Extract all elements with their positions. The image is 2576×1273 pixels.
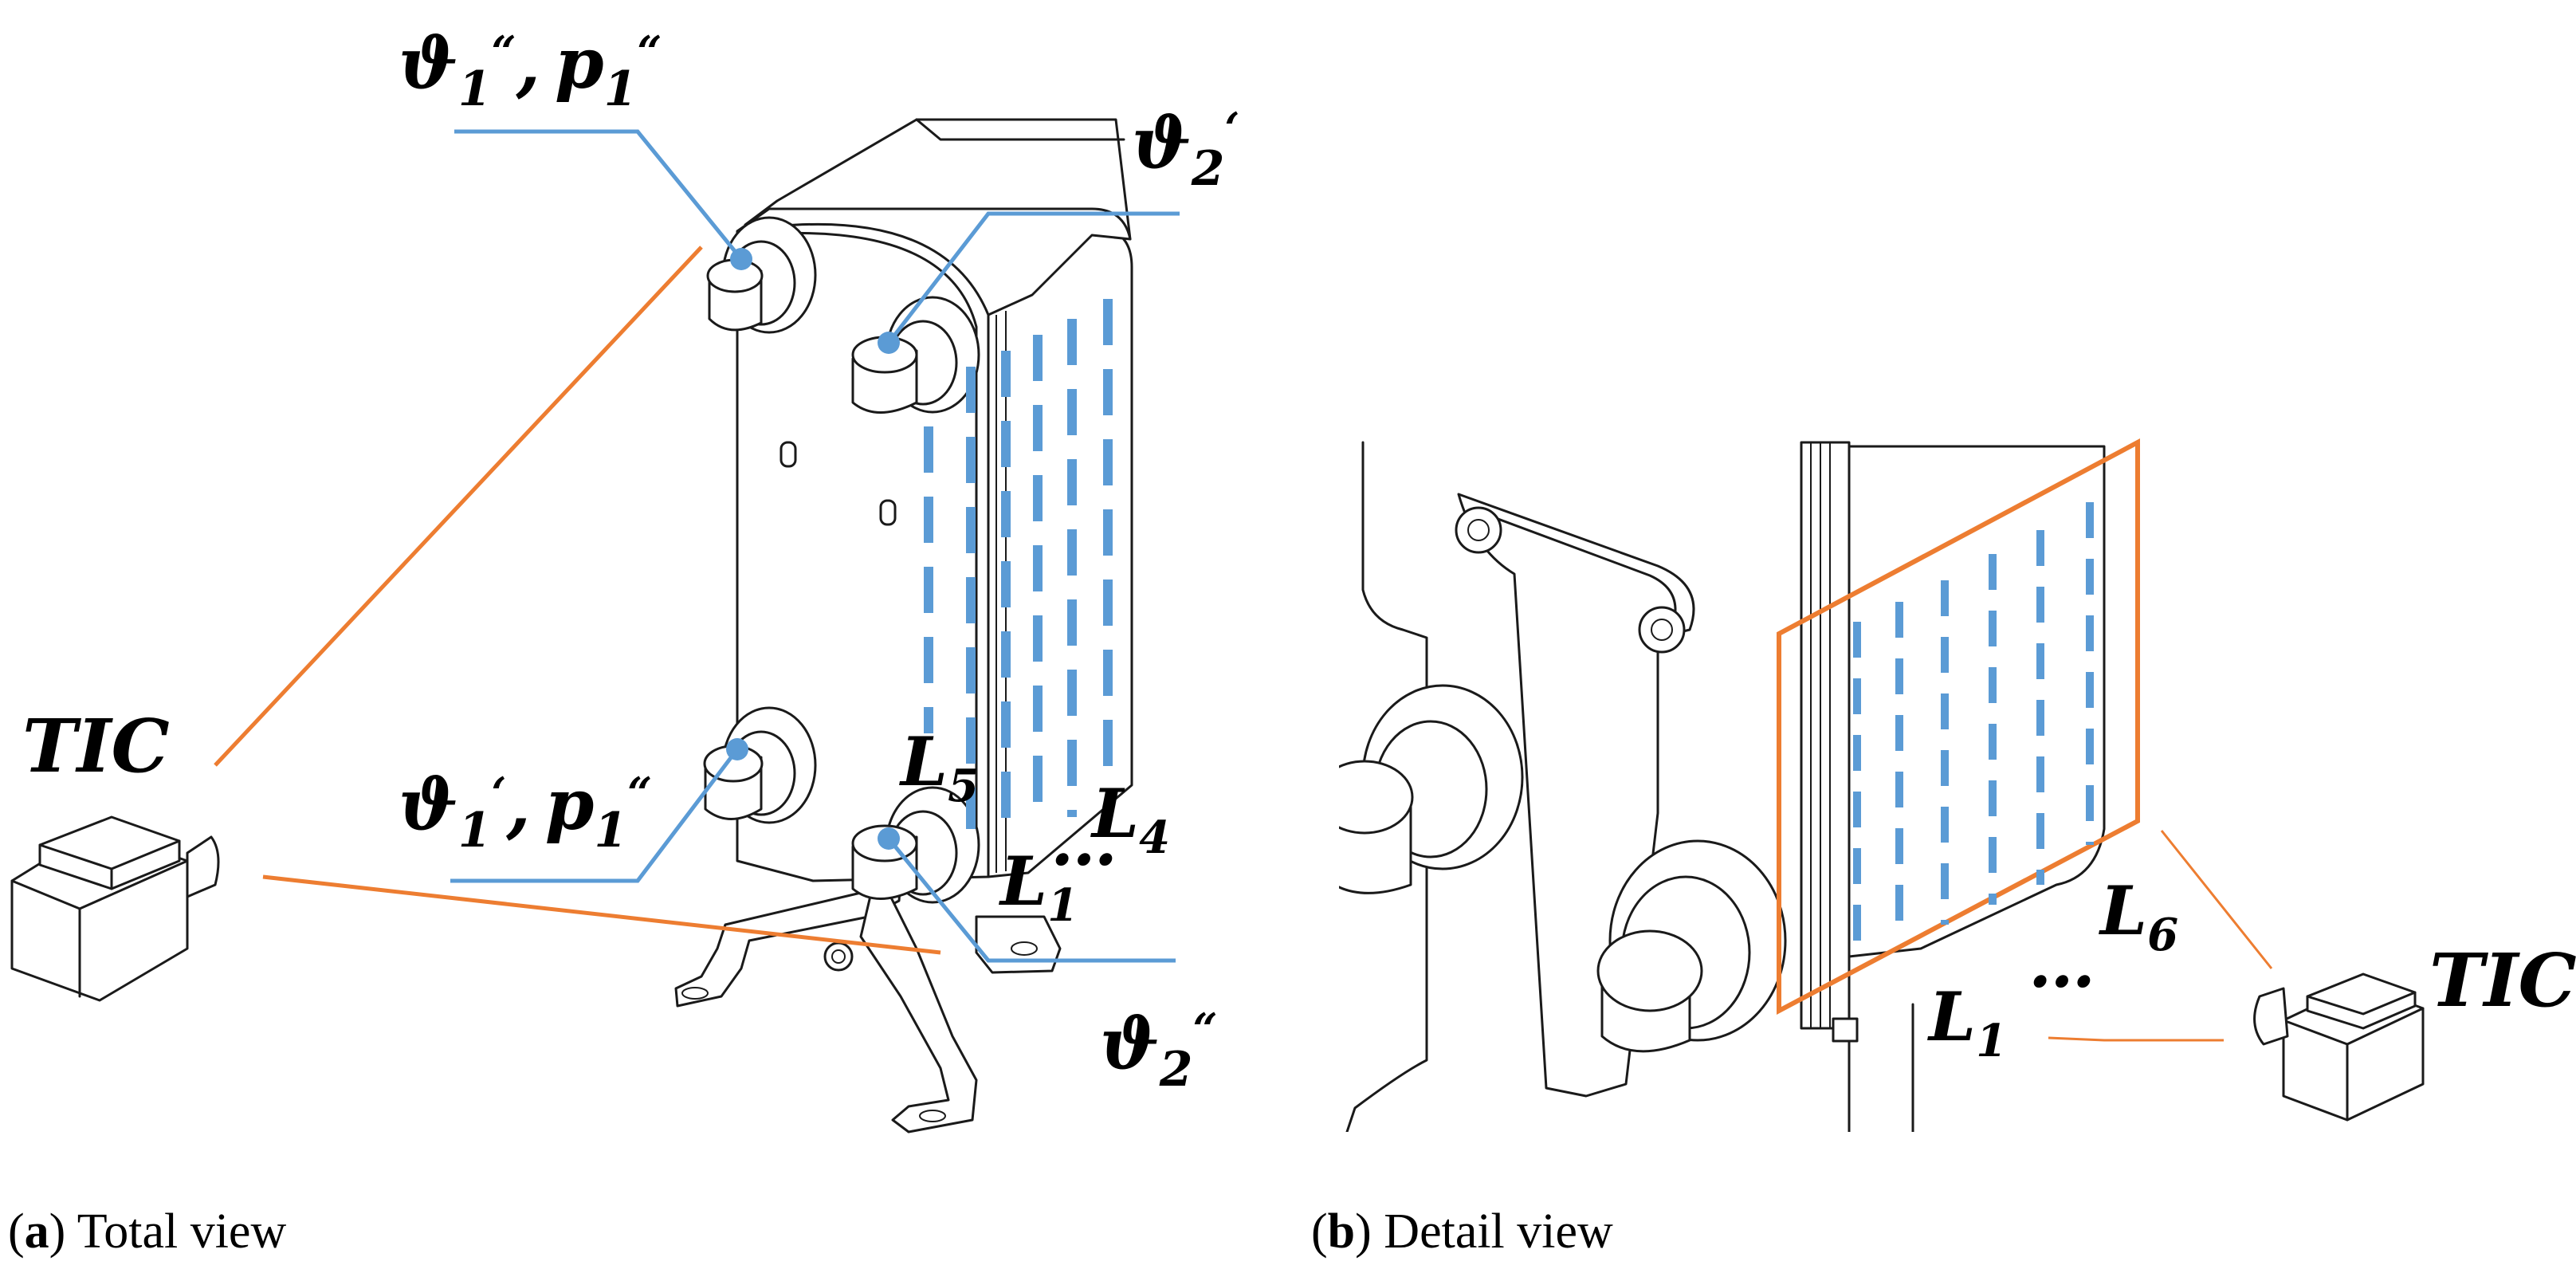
theta2-outlet-label: ϑ2“ bbox=[1100, 1002, 1218, 1098]
port-top-left bbox=[706, 216, 817, 334]
detail-sensor-lines bbox=[1853, 502, 2094, 957]
sensor-dot bbox=[878, 332, 900, 354]
sensor-dot bbox=[878, 827, 900, 850]
theta1-inlet-label: ϑ1‘,p1“ bbox=[399, 763, 652, 858]
detail-port-left bbox=[1339, 684, 1524, 894]
leader-lines-blue bbox=[450, 129, 1180, 963]
detail-ellipsis-label: … bbox=[2028, 924, 2095, 1003]
detail-line-l1-label: L1 bbox=[1927, 977, 2007, 1067]
camera-view-lines bbox=[214, 246, 941, 955]
nut bbox=[1455, 506, 1502, 554]
detail-camera-lines bbox=[2048, 830, 2273, 1042]
tic-label: TIC bbox=[22, 703, 170, 789]
detail-port-right bbox=[1596, 839, 1787, 1053]
sensor-lines bbox=[924, 299, 1113, 829]
sensor-dot bbox=[726, 738, 748, 760]
measurement-window bbox=[1777, 438, 2140, 1015]
port-top-right bbox=[851, 296, 980, 414]
theta2-inlet-label: ϑ2‘ bbox=[1132, 101, 1239, 197]
sensor-points bbox=[726, 248, 900, 850]
sensor-dot bbox=[730, 248, 752, 270]
line-l5-label: L5 bbox=[899, 722, 979, 812]
line-l4-label: L4 bbox=[1090, 774, 1170, 864]
detail-line-l6-label: L6 bbox=[2099, 871, 2178, 961]
camera-icon bbox=[10, 815, 220, 1002]
panel-total-view: TIC ϑ1“,p1“ ϑ2‘ ϑ1‘,p1“ ϑ2“ L5 L4 L1 … (… bbox=[8, 22, 1239, 1259]
line-l1-label: L1 bbox=[999, 842, 1078, 932]
caption-detail-view: (b) Detail view bbox=[1311, 1204, 1613, 1259]
caption-total-view: (a) Total view bbox=[8, 1204, 286, 1259]
nut bbox=[1638, 606, 1686, 654]
port-bottom-left bbox=[703, 706, 817, 824]
detail-camera-icon bbox=[2253, 972, 2425, 1122]
panel-detail-view: TIC L6 … L1 (b) Detail view bbox=[1311, 438, 2576, 1259]
theta1-outlet-label: ϑ1“,p1“ bbox=[399, 22, 662, 117]
ellipsis-label: … bbox=[1050, 802, 1117, 881]
nut bbox=[823, 941, 854, 972]
detail-tic-label: TIC bbox=[2429, 937, 2576, 1024]
